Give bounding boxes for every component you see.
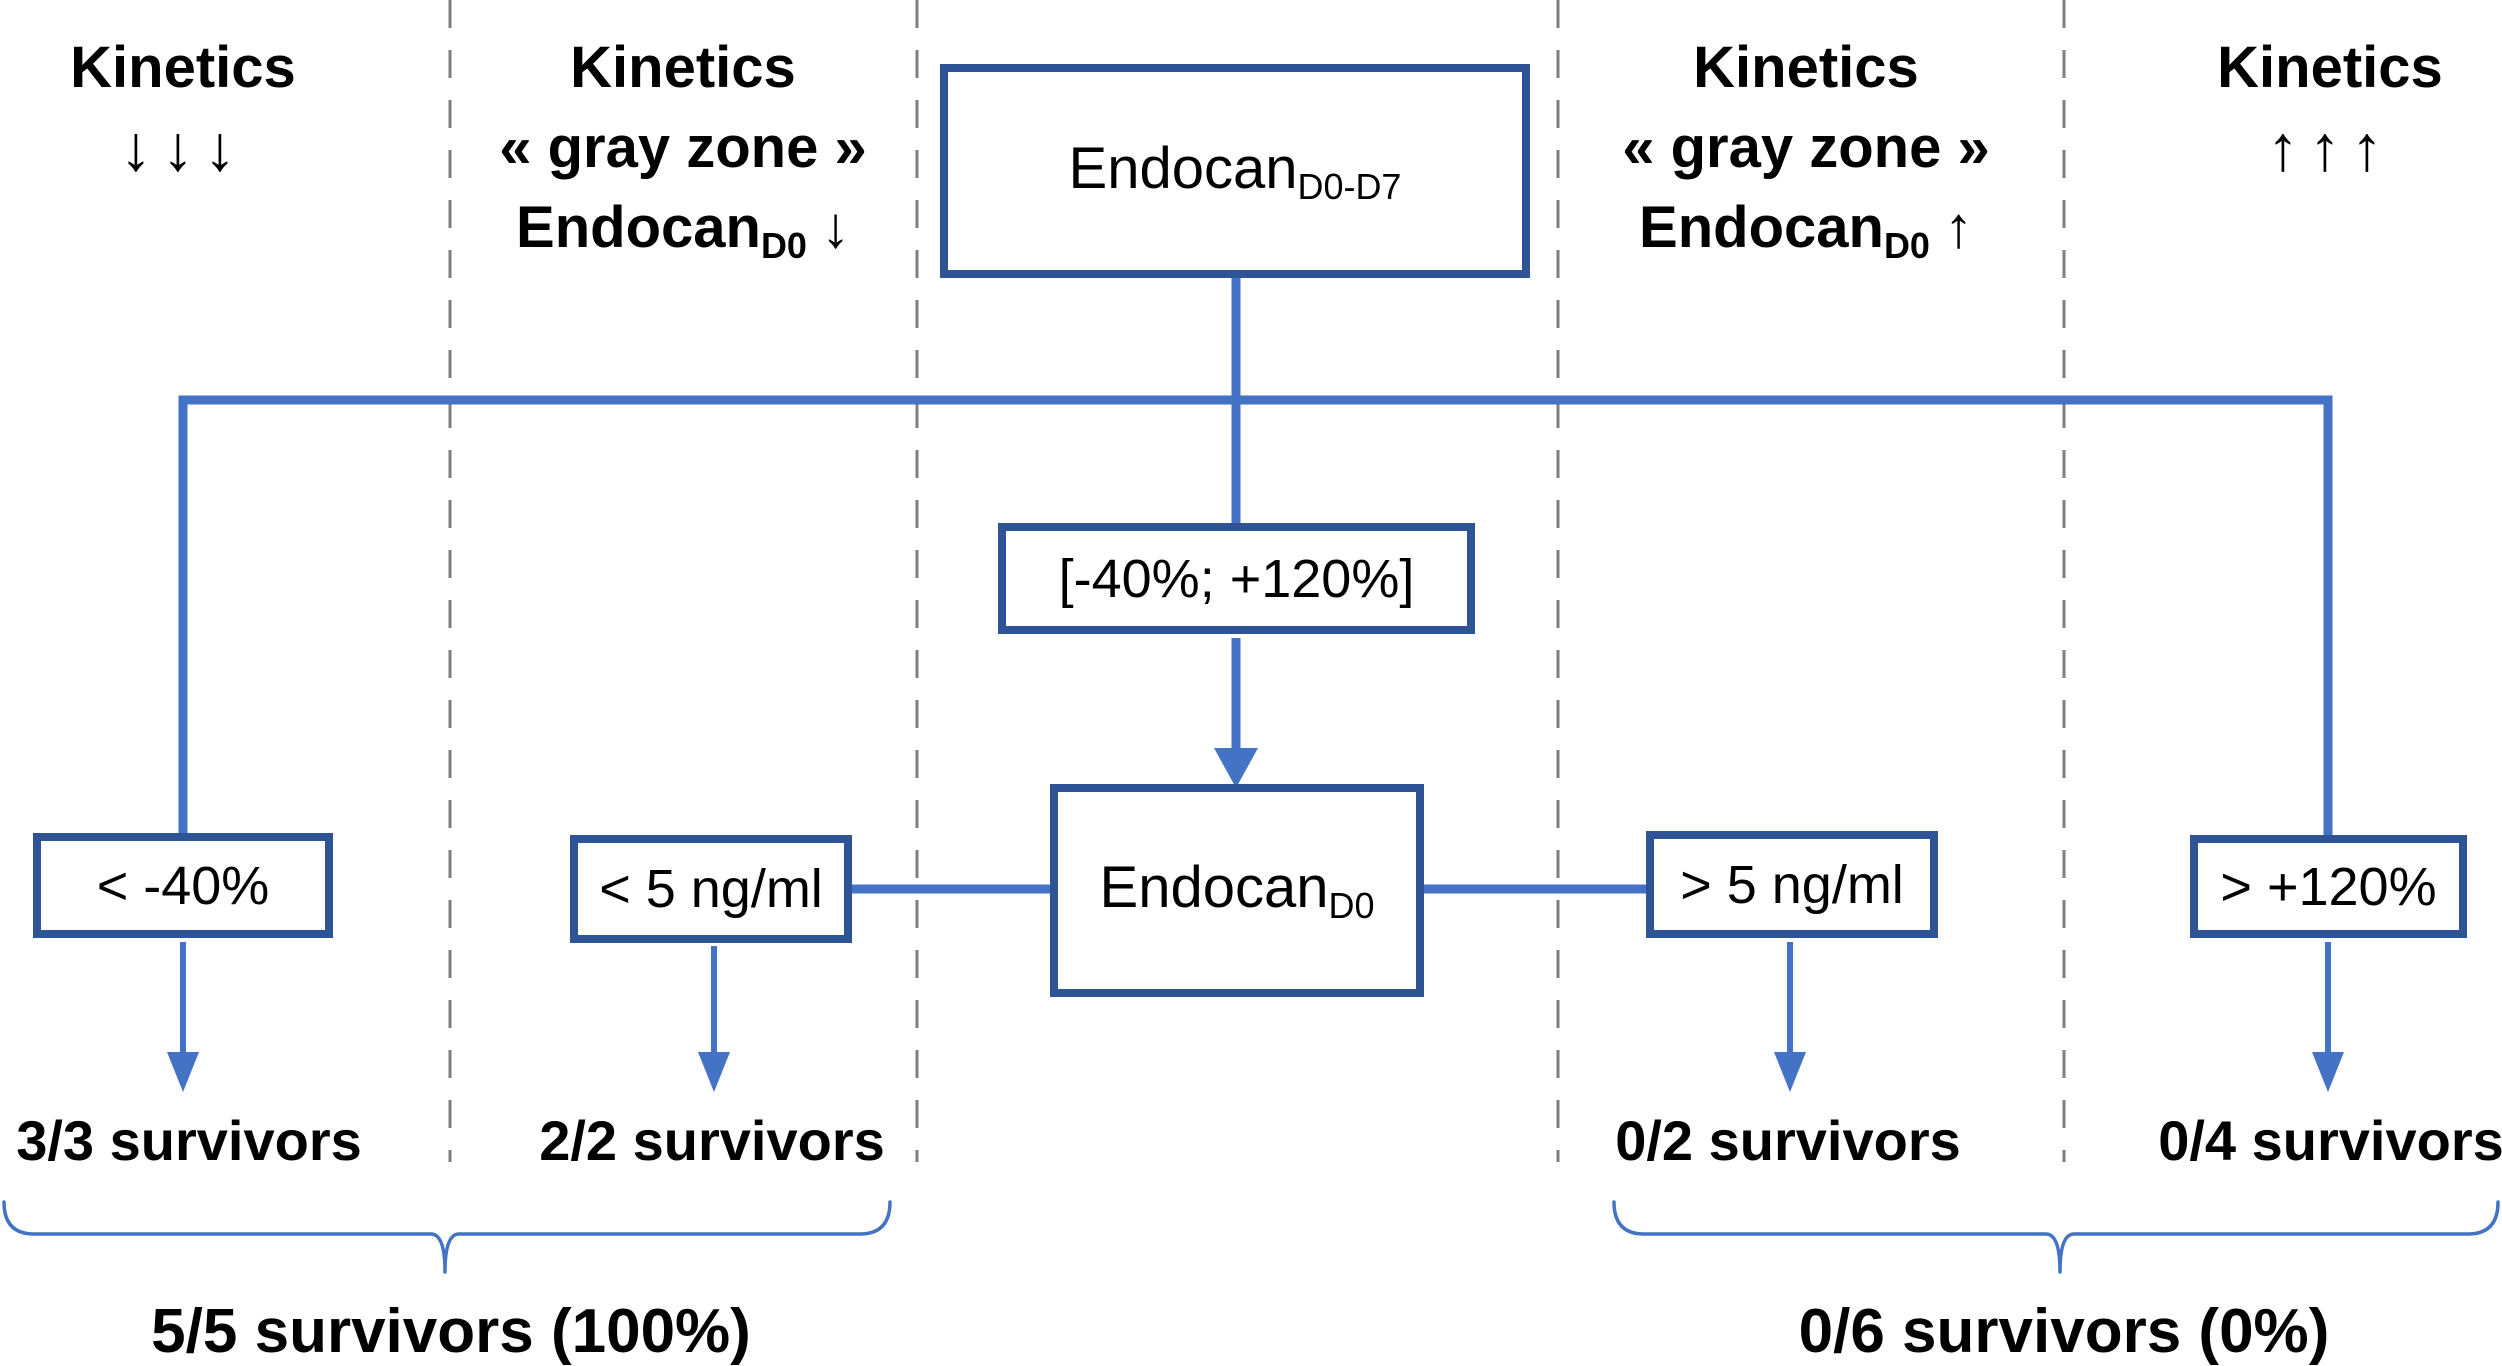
arrowhead-gt120 (2312, 1052, 2344, 1092)
header-col4-line1: Kinetics (2217, 35, 2443, 100)
arrowhead-range-to-d0 (1214, 748, 1258, 788)
outcome-grayzone-low: 2/2 survivors (539, 1109, 885, 1172)
brace-left (2, 1200, 892, 1274)
box-lt-5ngml: < 5 ng/ml (570, 835, 852, 943)
box-gt-plus120: > +120% (2190, 835, 2467, 938)
box-lt-minus40-label: < -40% (96, 855, 270, 916)
total-survivors-right: 0/6 survivors (0%) (1798, 1297, 2330, 1366)
header-col3-line1: Kinetics (1693, 35, 1919, 100)
up-arrows-icon: ↑↑↑ (2267, 112, 2393, 184)
brace-right (1612, 1200, 2500, 1274)
dashed-dividers (448, 0, 2066, 1162)
up-arrow-icon: ↑ (1943, 195, 1973, 260)
header-col3-line3: EndocanD0↑ (1639, 195, 1973, 266)
header-grayzone-high: Kinetics « gray zone » EndocanD0↑ (1556, 28, 2056, 286)
box-endocan-d0: EndocanD0 (1050, 784, 1424, 997)
box-endocan-d0-label: EndocanD0 (1099, 855, 1375, 926)
box-lt-5ngml-label: < 5 ng/ml (599, 859, 823, 919)
down-arrow-icon: ↓ (820, 195, 850, 260)
outcome-grayzone-high: 0/2 survivors (1615, 1109, 1961, 1172)
arrowhead-lt5 (698, 1052, 730, 1092)
outcome-kinetics-down: 3/3 survivors (16, 1109, 362, 1172)
total-survivors-left: 5/5 survivors (100%) (151, 1297, 751, 1366)
box-gt-5ngml-label: > 5 ng/ml (1680, 854, 1904, 915)
header-col1-line1: Kinetics (70, 35, 296, 100)
box-endocan-d0-d7-label: EndocanD0-D7 (1068, 135, 1402, 207)
header-kinetics-down: Kinetics ↓↓↓ (3, 28, 363, 188)
box-endocan-d0-d7: EndocanD0-D7 (940, 64, 1530, 278)
down-arrows-icon: ↓↓↓ (120, 112, 246, 184)
box-range-label: [-40%; +120%] (1058, 548, 1415, 609)
header-col3-line2: « gray zone » (1622, 115, 1990, 180)
box-lt-minus40: < -40% (33, 833, 333, 938)
header-grayzone-low: Kinetics « gray zone » EndocanD0↓ (433, 28, 933, 286)
box-gt-plus120-label: > +120% (2220, 856, 2437, 917)
connector-lines (178, 274, 2333, 894)
arrowhead-lt40 (167, 1052, 199, 1092)
outcome-kinetics-up: 0/4 survivors (2158, 1109, 2502, 1172)
header-col2-line2: « gray zone » (499, 115, 867, 180)
outcome-arrowheads (167, 1052, 2344, 1092)
box-gt-5ngml: > 5 ng/ml (1646, 831, 1938, 938)
arrowhead-gt5 (1774, 1052, 1806, 1092)
outcome-arrow-shafts (180, 942, 2331, 1056)
header-col2-line1: Kinetics (570, 35, 796, 100)
branch-connector (178, 395, 2333, 839)
box-range: [-40%; +120%] (998, 523, 1475, 634)
group-braces (2, 1200, 2500, 1274)
header-kinetics-up: Kinetics ↑↑↑ (2080, 28, 2502, 188)
header-col2-line3: EndocanD0↓ (516, 195, 850, 266)
